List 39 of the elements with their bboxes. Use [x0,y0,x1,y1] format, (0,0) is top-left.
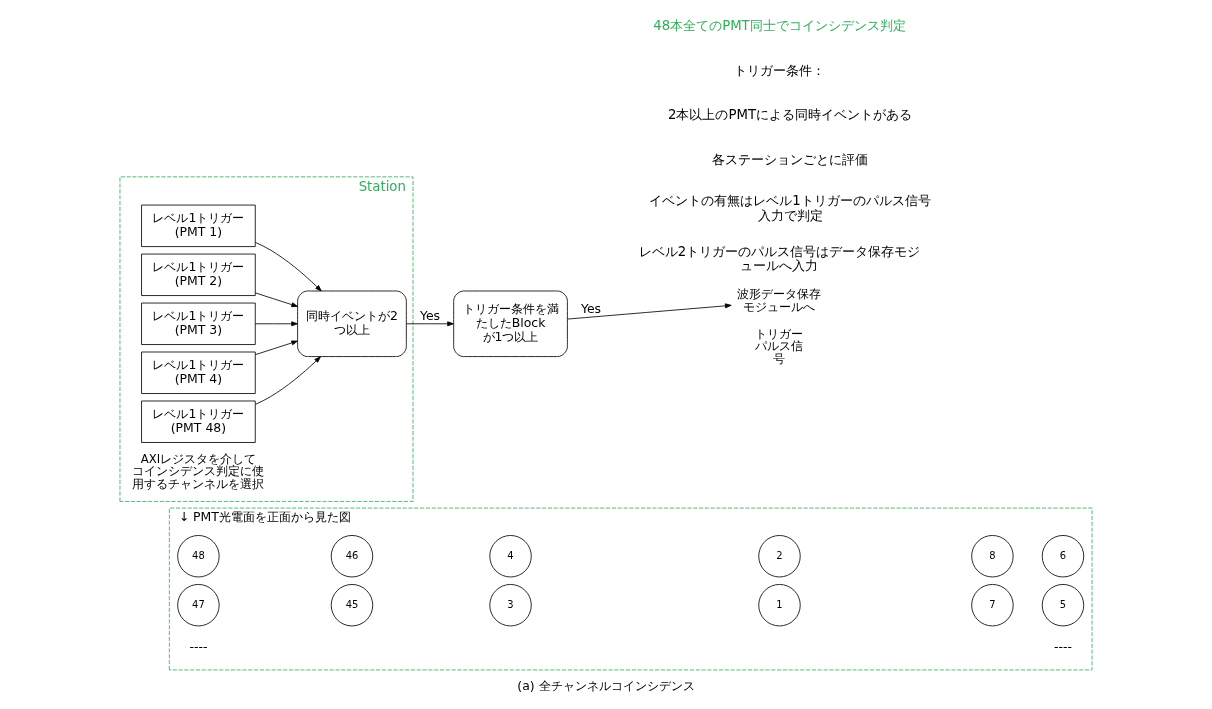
node-circle: 7 [971,584,1014,627]
node-box: レベル1トリガー (PMT 48) [141,400,256,443]
node-circle: 8 [971,535,1014,578]
label: イベントの有無はレベル1トリガーのパルス信号入力で判定 [649,192,931,223]
node-box: トリガー条件を満たしたBlockが1つ以上 [453,290,568,357]
label: ---- [189,639,208,655]
arrow [405,321,454,327]
label: 48本全てのPMT同士でコインシデンス判定 [653,17,906,33]
node-box: レベル1トリガー (PMT 2) [141,253,256,296]
label: ---- [1054,639,1072,655]
label: レベル2トリガーのパルス信号はデータ保存モジュールへ入力 [638,243,921,274]
edge-label: Yes [581,300,602,316]
node-box: レベル1トリガー (PMT 4) [141,351,256,394]
caption: (a) 全チャンネルコインシデンス [517,677,695,693]
node-circle: 1 [758,584,801,627]
label: トリガーパルス信号 [755,326,804,366]
label: 各ステーションごとに評価 [712,152,869,168]
edge-label: Yes [419,307,441,323]
node-circle: 2 [758,535,801,578]
arrow [254,321,298,327]
node-circle: 47 [177,584,220,627]
node-circle: 46 [330,535,374,578]
node-text: 波形データ保存モジュールへ [737,287,822,314]
label: トリガー条件： [734,62,825,78]
node-circle: 48 [177,535,220,578]
node-box: レベル1トリガー (PMT 1) [141,204,256,247]
label: 2本以上のPMTによる同時イベントがある [668,107,913,123]
node-circle: 3 [489,584,532,627]
node-circle: 4 [489,535,532,578]
arrow [255,356,321,405]
node-circle: 45 [330,584,374,627]
arrow [255,242,322,292]
arrow [254,292,298,308]
node-circle: 6 [1041,535,1085,578]
node-circle: 5 [1041,584,1085,627]
node-box: レベル1トリガー (PMT 3) [141,302,256,345]
arrow [254,340,298,356]
node-box: 同時イベントが2つ以上 [297,290,407,357]
arrow [567,303,732,320]
